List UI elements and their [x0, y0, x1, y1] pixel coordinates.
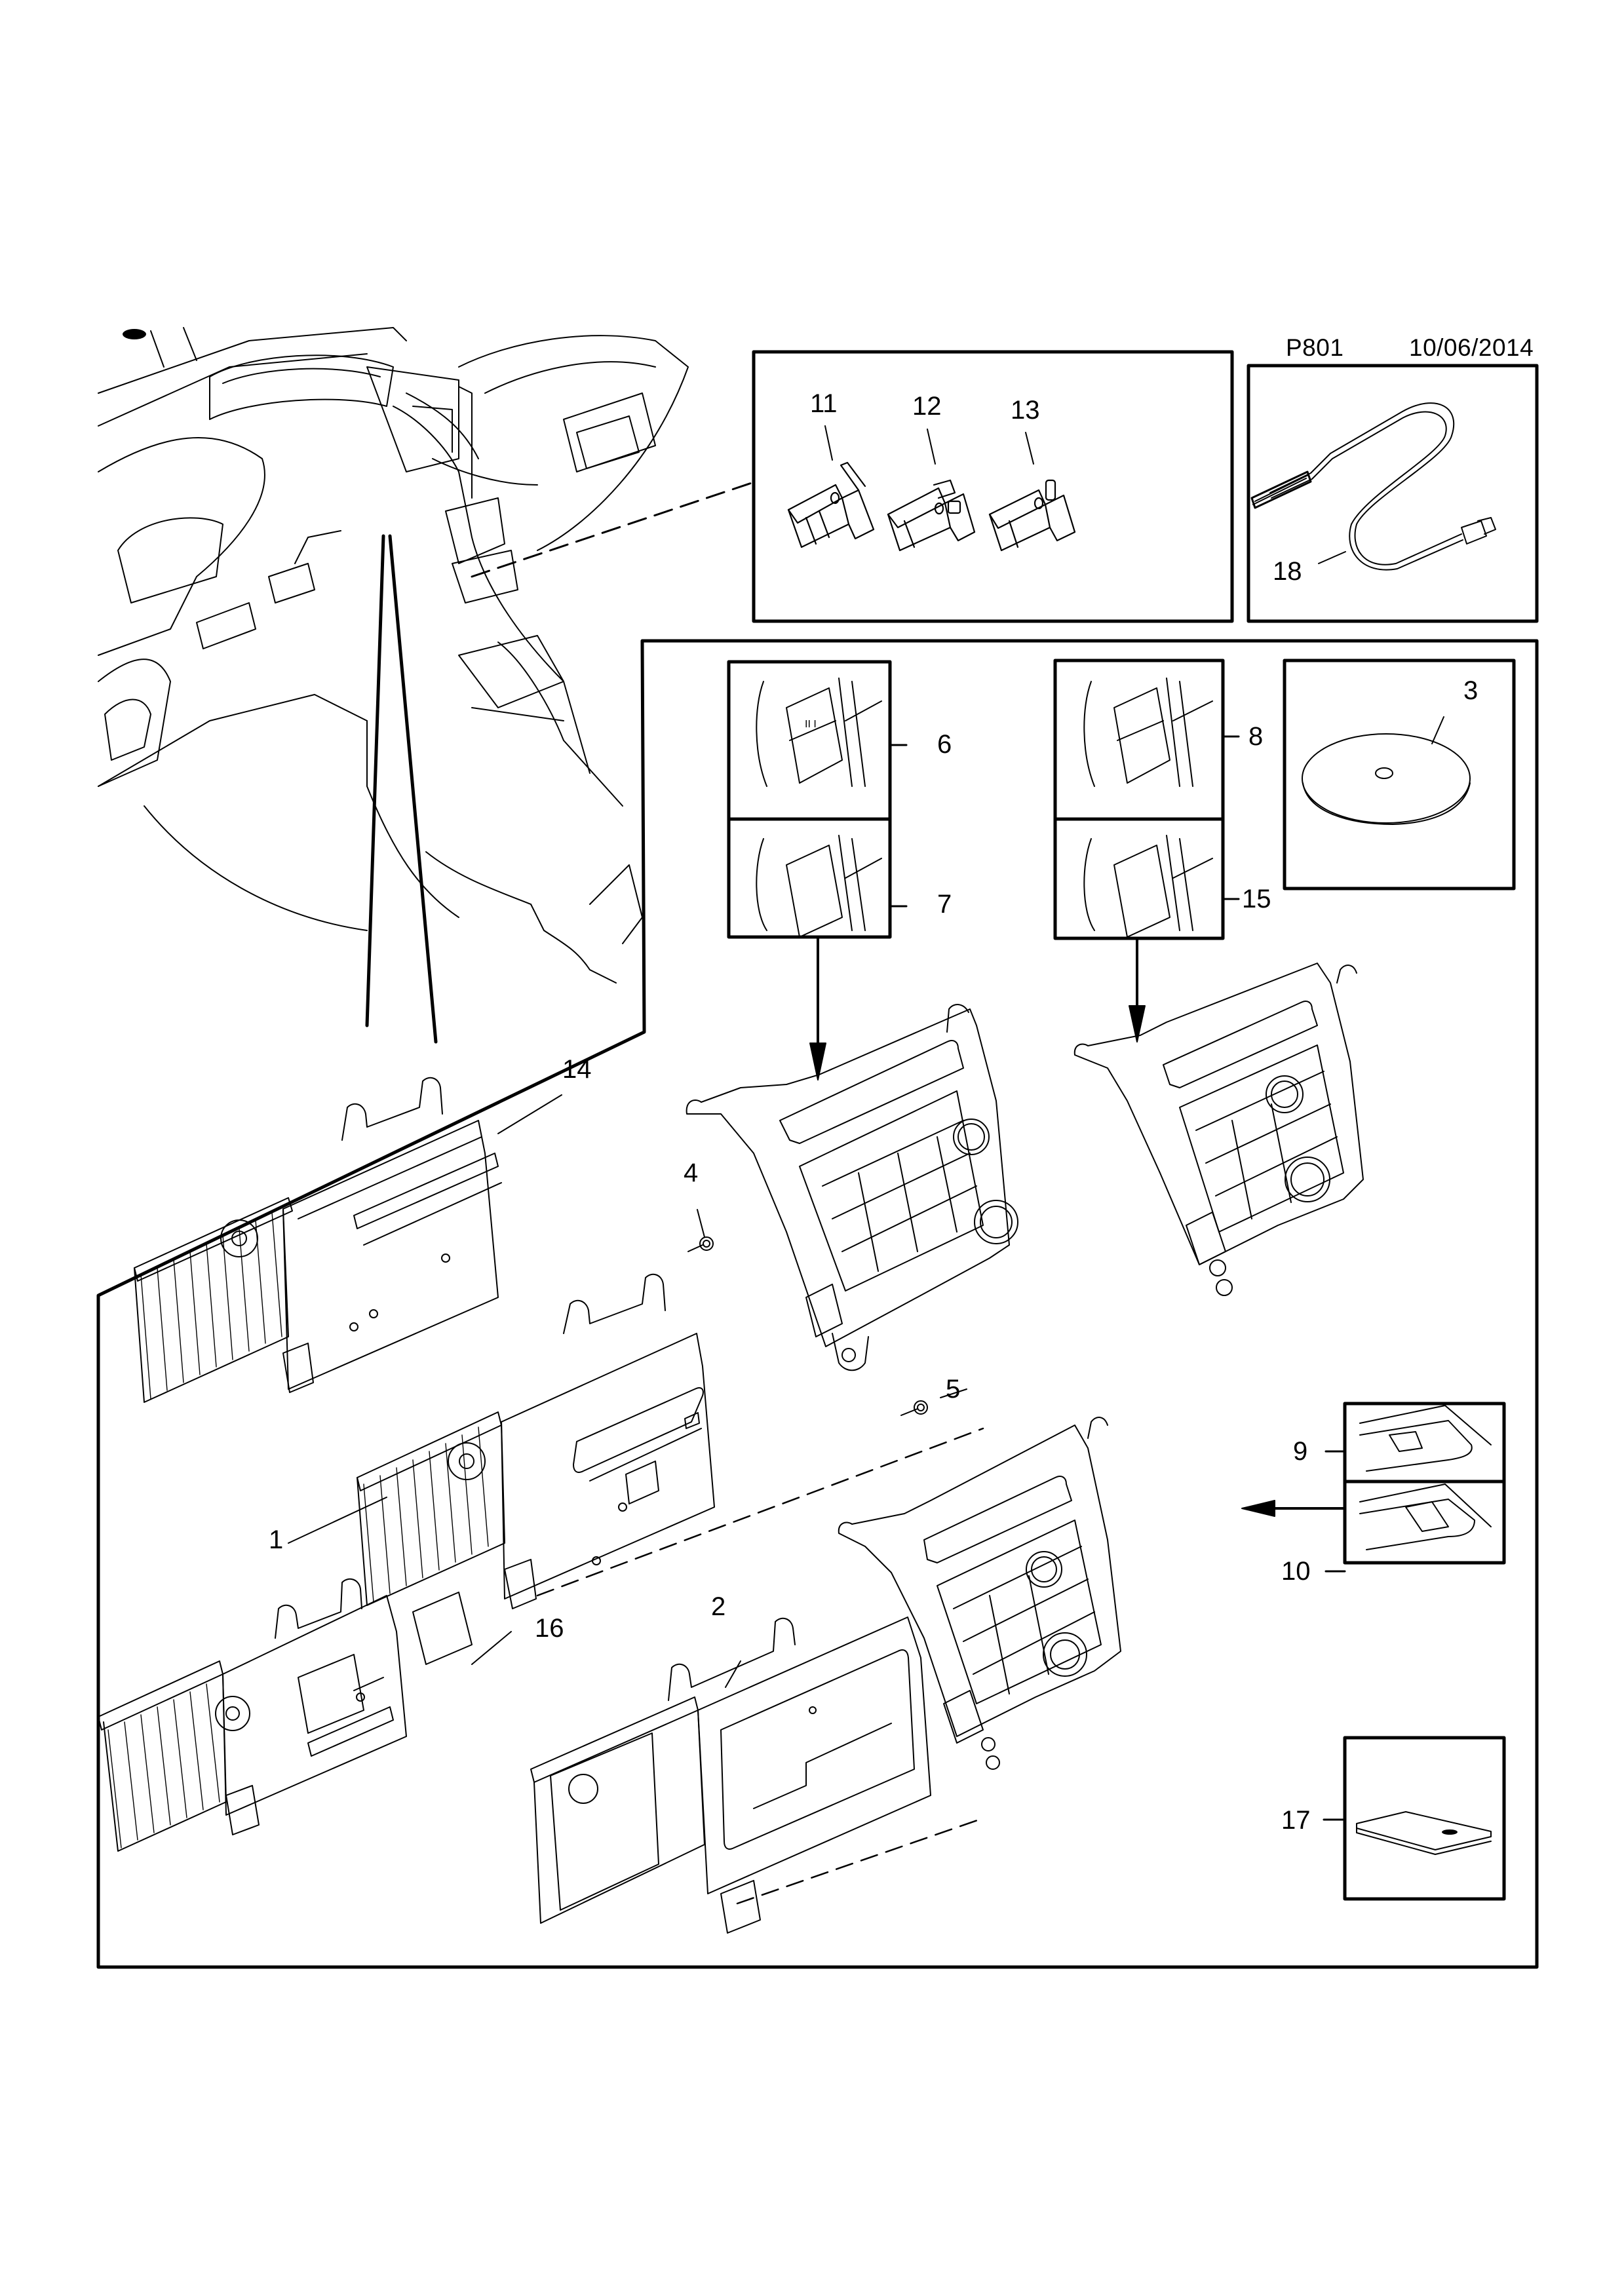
callout-17: 17	[1281, 1806, 1311, 1835]
leader-1	[288, 1497, 387, 1544]
sensor-mark	[123, 329, 146, 339]
cable-box-frame	[1247, 364, 1539, 623]
callout-16: 16	[535, 1614, 564, 1643]
callout-9: 9	[1293, 1437, 1308, 1466]
control-panel-8-15	[1073, 963, 1364, 1296]
callout-10: 10	[1281, 1557, 1311, 1586]
leader-4	[697, 1209, 705, 1238]
callout-14: 14	[562, 1055, 592, 1084]
leader-18	[1318, 551, 1346, 564]
leader-16	[471, 1631, 512, 1665]
panel-detail-15	[1083, 835, 1213, 938]
radio-unit-1	[357, 1273, 715, 1609]
callout-6: 6	[937, 730, 952, 759]
callout-5: 5	[946, 1375, 961, 1404]
callout-18: 18	[1273, 557, 1302, 586]
usb-connector-13	[988, 479, 1076, 552]
control-panel-6-7	[686, 1004, 1018, 1371]
arrow-to-panel-9-10	[1241, 1500, 1275, 1517]
radio-unit-16	[98, 1578, 473, 1852]
callout-13: 13	[1011, 396, 1040, 425]
leader-2	[725, 1660, 741, 1688]
inset-box-8-15	[1053, 659, 1225, 940]
callout-11: 11	[810, 389, 838, 418]
callout-3: 3	[1463, 676, 1479, 705]
radio-unit-2	[530, 1617, 931, 1934]
main-parts-frame	[96, 639, 1539, 1969]
dashboard-overview-illustration	[98, 327, 689, 984]
arrow-to-panel-8-15	[1129, 1005, 1146, 1043]
panel-detail-6: II I	[756, 678, 882, 787]
slot-detail-9	[1359, 1405, 1492, 1472]
svg-text:II I: II I	[805, 719, 817, 730]
usb-aux-connector-12	[887, 479, 976, 552]
screw-5	[900, 1400, 928, 1416]
panel-detail-8	[1083, 678, 1213, 787]
screw-4	[687, 1236, 714, 1252]
cable-harness-18	[1250, 402, 1496, 571]
page-code: P801	[1286, 334, 1344, 361]
inset-box-3	[1283, 659, 1516, 890]
usb-connector-11	[787, 461, 875, 548]
leader-3	[1431, 716, 1444, 744]
diagram-date: 10/06/2014	[1409, 334, 1534, 361]
callout-1: 1	[269, 1525, 284, 1554]
callout-2: 2	[711, 1592, 726, 1621]
zoom-leader-left	[365, 534, 385, 1027]
leader-14	[497, 1094, 562, 1134]
callout-8: 8	[1248, 722, 1264, 751]
control-panel-9-10	[838, 1417, 1121, 1770]
callout-12: 12	[912, 392, 942, 421]
inset-box-17	[1343, 1736, 1506, 1901]
arrow-to-panel-6-7	[809, 1043, 826, 1081]
dashed-leader-connectors	[471, 481, 755, 578]
callout-15: 15	[1242, 885, 1271, 913]
inset-box-6-7	[727, 660, 892, 939]
callout-7: 7	[937, 890, 952, 919]
connector-box-frame	[752, 350, 1234, 623]
cd-disc-3	[1302, 733, 1471, 825]
callout-4: 4	[684, 1158, 699, 1187]
zoom-leader-right	[388, 534, 438, 1044]
panel-detail-7	[756, 835, 882, 938]
leader-5	[940, 1388, 967, 1398]
radio-unit-14	[134, 1077, 502, 1403]
sd-card-17	[1356, 1811, 1492, 1855]
slot-detail-10	[1359, 1483, 1492, 1550]
